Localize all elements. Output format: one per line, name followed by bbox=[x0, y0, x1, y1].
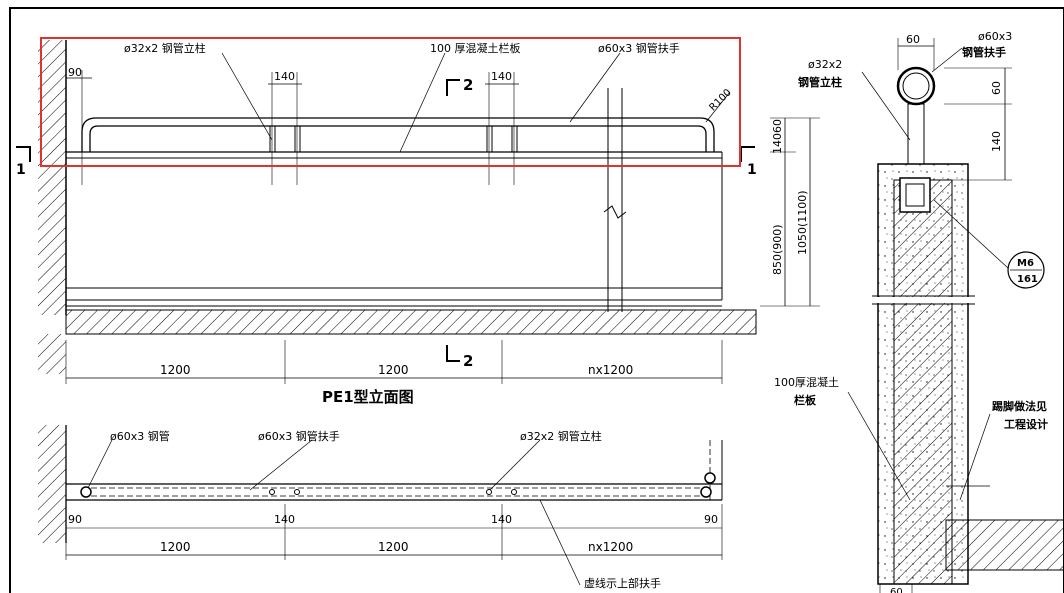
plan-leader-rail bbox=[249, 439, 313, 491]
section-label-slab-2: 栏板 bbox=[794, 393, 817, 407]
plan-post-2 bbox=[294, 489, 300, 495]
dim-140b-label: 140 bbox=[491, 70, 512, 83]
section-leader-rail bbox=[931, 47, 963, 73]
section-label-slab: 100厚混凝土 bbox=[774, 375, 839, 389]
section-label-skirting: 踢脚做法见 bbox=[992, 399, 1047, 413]
section-view: 60 ø60x3 钢管扶手 ø32x2 钢管立柱 60 140 M6 161 1… bbox=[774, 30, 1064, 593]
elevation-view: 1 1 2 2 90 140 140 ø32x2 钢管立柱 100 厚混凝土栏板… bbox=[16, 40, 820, 406]
bay-label-n: nx1200 bbox=[588, 363, 633, 377]
post-4 bbox=[511, 125, 518, 153]
section-label-skirting-2: 工程设计 bbox=[1004, 417, 1048, 431]
leader-radius bbox=[705, 91, 731, 123]
drawing-frame bbox=[9, 7, 1064, 593]
section-label-post: ø32x2 bbox=[808, 58, 842, 71]
leader-slab bbox=[399, 52, 446, 153]
handrail-inner bbox=[89, 125, 707, 152]
plan-bay-label-2: 1200 bbox=[378, 540, 409, 554]
post-1 bbox=[269, 125, 276, 153]
dim-90-label: 90 bbox=[68, 66, 82, 79]
highlight-box bbox=[40, 37, 741, 167]
section-rail-inner bbox=[902, 72, 930, 100]
left-wall-hatch-lower bbox=[38, 334, 66, 374]
label-rail: ø60x3 钢管扶手 bbox=[598, 41, 680, 55]
section-dim-140: 140 bbox=[990, 131, 1003, 152]
section-embed-plate bbox=[899, 177, 931, 213]
plan-pipe-right-top bbox=[704, 472, 716, 484]
section-ref-top: M6 bbox=[1017, 258, 1034, 269]
plan-dim-140a: 140 bbox=[274, 513, 295, 526]
break-symbol bbox=[603, 205, 627, 219]
section-mark-top bbox=[446, 79, 460, 96]
plan-leader-post bbox=[489, 439, 541, 491]
section-leader-slab bbox=[847, 391, 911, 501]
dim-1050: 1050(1100) bbox=[796, 190, 809, 255]
section-label-rail: ø60x3 bbox=[978, 30, 1012, 43]
section-mark-bottom bbox=[446, 345, 460, 362]
plan-view: ø60x3 钢管 ø60x3 钢管扶手 ø32x2 钢管立柱 90 140 14… bbox=[38, 425, 723, 590]
plan-bay-label-1: 1200 bbox=[160, 540, 191, 554]
section-ref-leader bbox=[933, 199, 1009, 269]
section-mark-top-label: 2 bbox=[463, 76, 473, 94]
cut-label-right: 1 bbox=[747, 162, 757, 178]
section-embed-inner bbox=[905, 183, 925, 207]
plan-dim-140b: 140 bbox=[491, 513, 512, 526]
plan-dim-90-right: 90 bbox=[704, 513, 718, 526]
leader-rail bbox=[569, 52, 621, 123]
left-wall-hatch bbox=[38, 40, 66, 315]
section-floor bbox=[945, 519, 1064, 571]
plan-label-rail: ø60x3 钢管扶手 bbox=[258, 429, 340, 443]
cut-mark-left bbox=[16, 146, 31, 162]
plan-note: 虚线示上部扶手 bbox=[584, 576, 661, 590]
label-post: ø32x2 钢管立柱 bbox=[124, 41, 206, 55]
plan-leader-note bbox=[539, 499, 581, 586]
plan-pipe-left bbox=[80, 486, 92, 498]
bay-label-1: 1200 bbox=[160, 363, 191, 377]
section-break-gap bbox=[872, 297, 975, 303]
section-ref-bottom: 161 bbox=[1017, 274, 1038, 285]
plan-label-pipe: ø60x3 钢管 bbox=[110, 429, 170, 443]
section-label-post-2: 钢管立柱 bbox=[798, 75, 842, 89]
label-slab: 100 厚混凝土栏板 bbox=[430, 41, 521, 55]
cut-mark-right bbox=[740, 146, 755, 162]
section-slab-core bbox=[893, 179, 953, 585]
post-3 bbox=[486, 125, 493, 153]
handrail-outer bbox=[81, 117, 715, 152]
section-dim-60-side: 60 bbox=[990, 81, 1003, 95]
section-label-rail-2: 钢管扶手 bbox=[962, 45, 1006, 59]
cut-label-left: 1 bbox=[16, 162, 26, 178]
label-radius: R100 bbox=[708, 87, 734, 113]
elevation-title: PE1型立面图 bbox=[322, 388, 414, 406]
plan-dim-90-left: 90 bbox=[68, 513, 82, 526]
floor-slab-hatch bbox=[65, 309, 757, 335]
plan-leader-pipe bbox=[87, 439, 113, 489]
plan-pipe-right bbox=[700, 486, 712, 498]
section-dim-bottom: 60 bbox=[890, 587, 903, 593]
plan-bay-label-n: nx1200 bbox=[588, 540, 633, 554]
section-post bbox=[907, 103, 925, 165]
section-leader-skirting bbox=[959, 413, 991, 501]
leader-post bbox=[221, 52, 273, 141]
plan-label-post: ø32x2 钢管立柱 bbox=[520, 429, 602, 443]
section-leader-post bbox=[861, 71, 911, 141]
post-2 bbox=[294, 125, 301, 153]
section-dim-60-top: 60 bbox=[906, 33, 920, 46]
plan-post-3 bbox=[486, 489, 492, 495]
plan-post-1 bbox=[269, 489, 275, 495]
dim-14060: 14060 bbox=[771, 119, 784, 154]
bay-label-2: 1200 bbox=[378, 363, 409, 377]
dim-140a-label: 140 bbox=[274, 70, 295, 83]
section-mark-bottom-label: 2 bbox=[463, 352, 473, 370]
dim-850: 850(900) bbox=[771, 224, 784, 275]
plan-wall-hatch bbox=[38, 425, 66, 543]
plan-post-4 bbox=[511, 489, 517, 495]
